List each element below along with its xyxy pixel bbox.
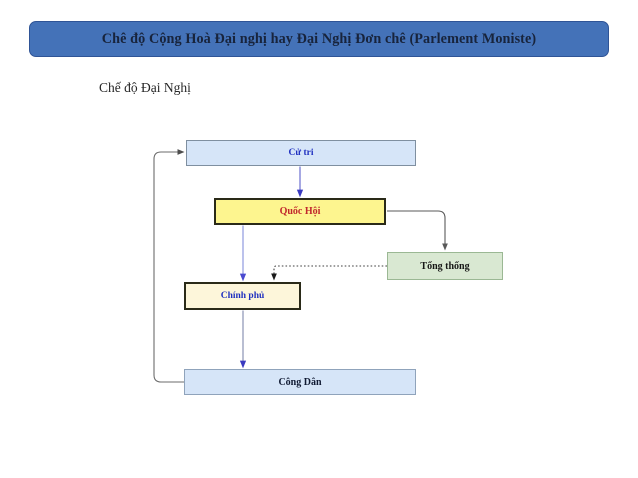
node-cong-dan[interactable]: Công Dân [184,369,416,395]
slide-title-banner: Chê độ Cộng Hoà Đại nghị hay Đại Nghị Đơ… [29,21,609,57]
node-chinh-phu-label: Chính phủ [220,291,265,301]
page-title: Chê độ Cộng Hoà Đại nghị hay Đại Nghị Đơ… [101,30,537,47]
node-tong-thong[interactable]: Tổng thống [387,252,503,280]
connector-quoc-hoi-to-tong-thong [387,210,448,251]
node-cu-tri[interactable]: Cử tri [186,140,416,166]
node-quoc-hoi-label: Quốc Hội [279,206,321,217]
connector-tong-thong-to-chinh-phu [271,265,387,281]
node-tong-thong-label: Tổng thống [420,260,470,272]
slide-subtitle: Chế độ Đại Nghị [99,80,191,95]
node-cu-tri-label: Cử tri [288,148,314,158]
node-cong-dan-label: Công Dân [278,376,322,388]
connector-cong-dan-to-cu-tri [153,149,185,383]
node-quoc-hoi[interactable]: Quốc Hội [214,198,386,225]
node-chinh-phu[interactable]: Chính phủ [184,282,301,310]
